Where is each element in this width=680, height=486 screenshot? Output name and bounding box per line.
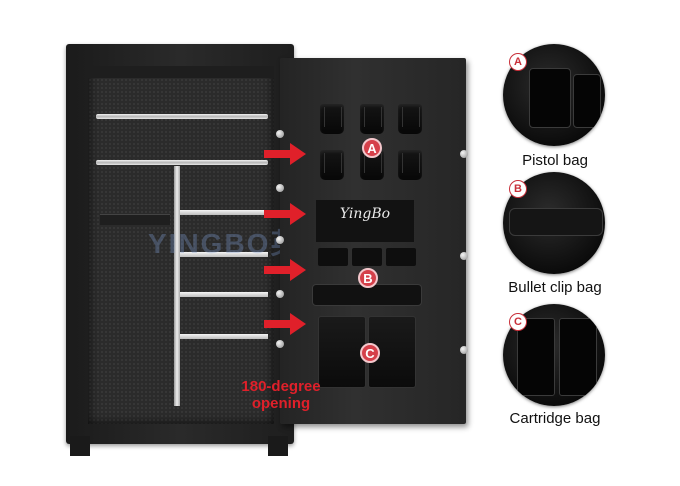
bullet-clip-pocket (318, 248, 348, 266)
door-bolt (460, 150, 468, 158)
door-bolt (460, 346, 468, 354)
opening-label: 180-degree opening (222, 378, 340, 412)
bullet-clip-pocket (352, 248, 382, 266)
door-logo-panel (316, 200, 414, 242)
pistol-bag (398, 104, 422, 134)
pistol-bag (360, 104, 384, 134)
opening-label-line2: opening (251, 395, 311, 412)
arrow-right-icon (264, 259, 306, 281)
arrow-right-icon (264, 313, 306, 335)
right-shelf (180, 292, 268, 297)
cartridge-bag-closeup (559, 318, 597, 396)
cartridge-bag-closeup (517, 318, 555, 396)
detail-tag-c: C (509, 313, 527, 331)
bullet-clip-bag-closeup (509, 208, 603, 236)
arrow-right-icon (264, 143, 306, 165)
door-bolt (276, 290, 284, 298)
right-shelf (180, 252, 268, 257)
gun-rack-bar (100, 214, 170, 225)
caption-pistol-bag: Pistol bag (522, 152, 588, 169)
detail-tag-a: A (509, 53, 527, 71)
pistol-bag (398, 150, 422, 180)
door-bolt (276, 340, 284, 348)
upper-shelf-rod (96, 114, 268, 119)
bullet-clip-pocket (386, 248, 416, 266)
safe-leg-left (70, 436, 90, 456)
door-bolt (276, 130, 284, 138)
marker-a: A (362, 138, 382, 158)
door-logo: YingBo (339, 206, 391, 222)
door-bolt (460, 252, 468, 260)
pistol-bag-closeup (529, 68, 571, 128)
vertical-divider (174, 166, 180, 406)
right-shelf (180, 334, 268, 339)
interior-top-panel (88, 66, 274, 78)
caption-bullet-clip-bag: Bullet clip bag (508, 279, 602, 296)
marker-c: C (360, 343, 380, 363)
marker-b: B (358, 268, 378, 288)
right-shelf (180, 210, 268, 215)
detail-tag-b: B (509, 180, 527, 198)
middle-shelf-rod (96, 160, 268, 165)
pistol-bag (320, 104, 344, 134)
arrow-right-icon (264, 203, 306, 225)
safe-leg-right (268, 436, 288, 456)
door-bolt (276, 236, 284, 244)
pistol-bag (320, 150, 344, 180)
pistol-bag-closeup (573, 74, 601, 128)
opening-label-line1: 180-degree (241, 378, 321, 395)
cartridge-bag (318, 316, 366, 388)
safe-interior (88, 66, 274, 424)
caption-cartridge-bag: Cartridge bag (509, 410, 601, 427)
door-bolt (276, 184, 284, 192)
